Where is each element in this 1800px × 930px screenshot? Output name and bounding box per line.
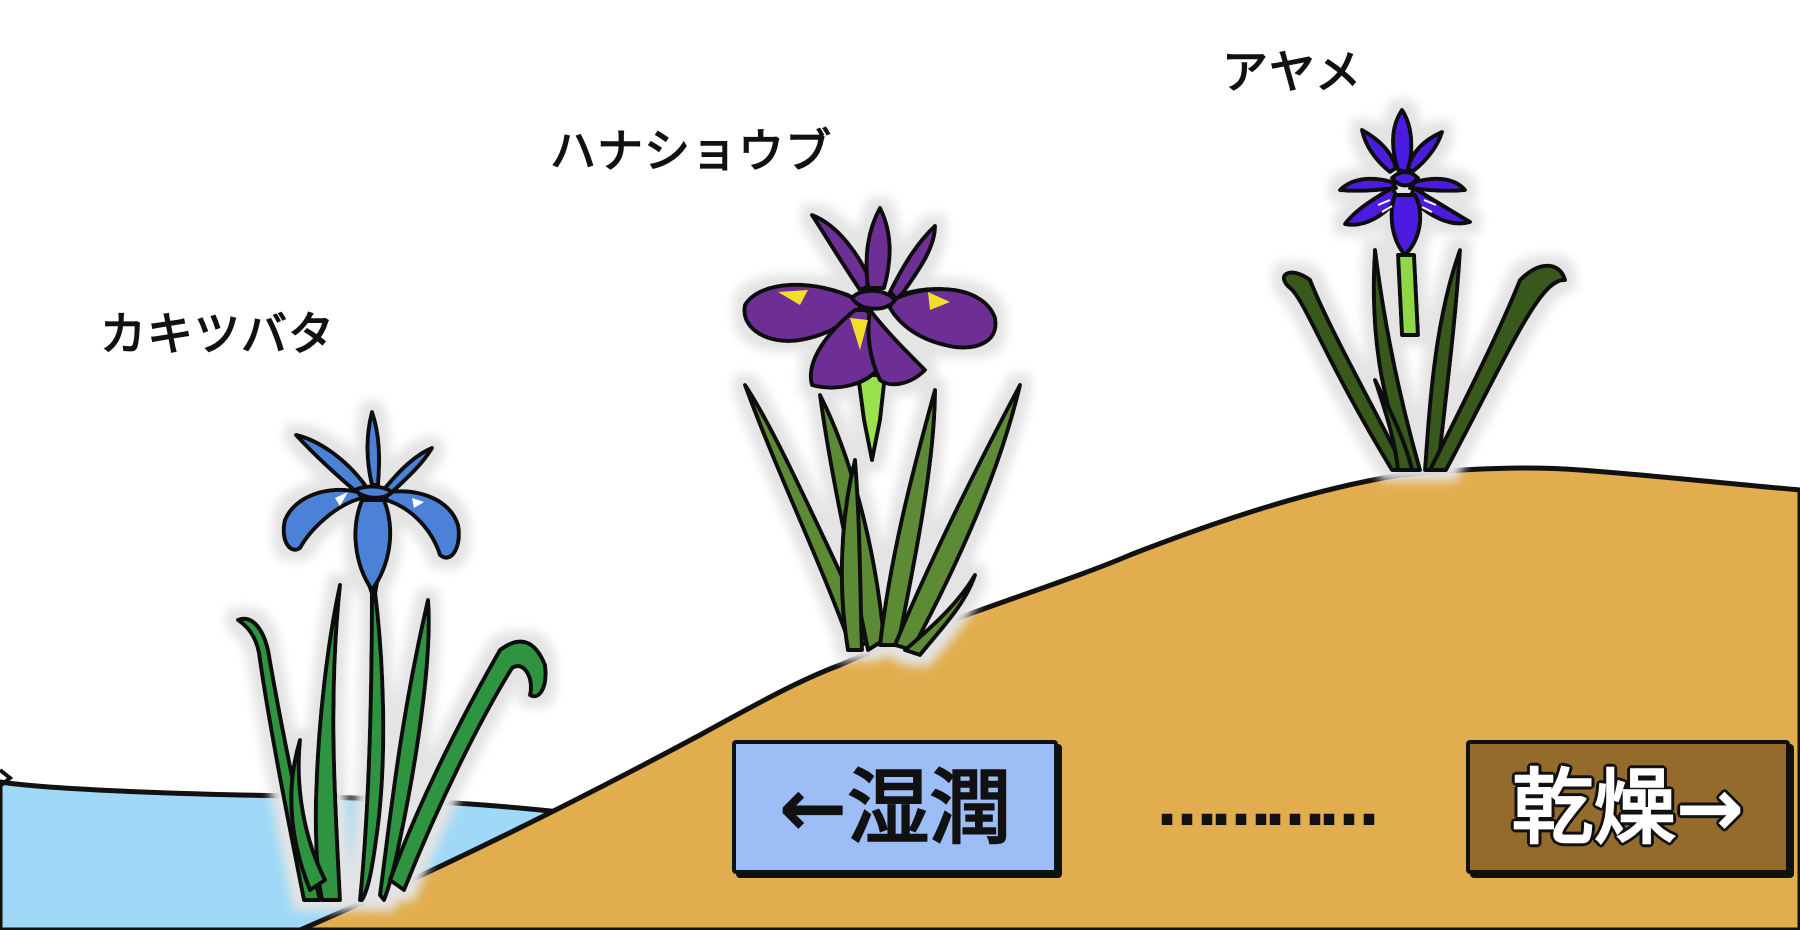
aya-petal (1406, 130, 1444, 174)
gradient-dotted-connector: ………… (1157, 770, 1379, 840)
han-petal (888, 224, 937, 302)
kak-leaf (358, 568, 386, 902)
kak-petal (281, 487, 364, 552)
kak-petal (384, 489, 461, 560)
aya-leaf (1423, 248, 1462, 472)
han-leaf (839, 458, 864, 652)
han-petal (866, 308, 927, 387)
hanashoubu-stem (856, 373, 887, 462)
aya-petal (1408, 186, 1472, 226)
kak-leaf (313, 583, 342, 902)
hanashoubu-yellow-mark (778, 290, 808, 305)
ayame-leaves (1282, 248, 1567, 472)
water-edge-tick (0, 768, 14, 788)
han-leaf (878, 388, 937, 647)
kakitsubata-flower (281, 410, 461, 592)
kakitsubata-plant (236, 410, 548, 902)
kakitsubata-leaves (236, 568, 548, 902)
kakitsubata-label: カキツバタ (100, 307, 335, 361)
kak-petal (294, 433, 367, 497)
ayame-label: アヤメ (1222, 45, 1363, 99)
ayame-petal-pattern (1377, 199, 1437, 213)
aya-petal (1390, 170, 1420, 188)
kak-leaf (289, 738, 327, 892)
kak-petal (383, 446, 434, 496)
hanashoubu-yellow-mark (850, 318, 868, 350)
hanashoubu-label: ハナショウブ (550, 124, 832, 178)
hanashoubu-flower (742, 206, 998, 390)
hanashoubu-plant (742, 206, 1022, 657)
aya-leaf (1428, 263, 1567, 472)
han-petal (864, 206, 892, 290)
hanashoubu-yellow-mark (928, 292, 950, 310)
aya-petal (1389, 193, 1423, 257)
wet-gradient-sign: ←湿潤 (732, 740, 1058, 874)
kak-leaf (388, 639, 548, 892)
han-petal (810, 213, 874, 292)
dry-gradient-sign: 乾燥→ (1466, 740, 1790, 874)
han-petal (888, 287, 998, 350)
han-leaf (903, 573, 977, 657)
ayame-flower (1338, 108, 1472, 257)
kak-petal (353, 498, 393, 592)
hanashoubu-leaves (743, 383, 1022, 657)
kakitsubata-petal-highlight (335, 492, 348, 506)
aya-leaf (1282, 270, 1407, 472)
kak-petal (353, 484, 394, 500)
aya-petal (1360, 128, 1398, 174)
hanashoubu-core (850, 288, 897, 311)
kakitsubata-petal-highlight (412, 498, 424, 508)
kak-petal (365, 410, 382, 487)
aya-leaf (1373, 378, 1414, 472)
han-leaf (893, 383, 1022, 652)
ayame-stem (1396, 253, 1420, 337)
soil-slope (297, 465, 1800, 930)
ayame-plant (1282, 108, 1567, 472)
kak-leaf (378, 598, 431, 902)
